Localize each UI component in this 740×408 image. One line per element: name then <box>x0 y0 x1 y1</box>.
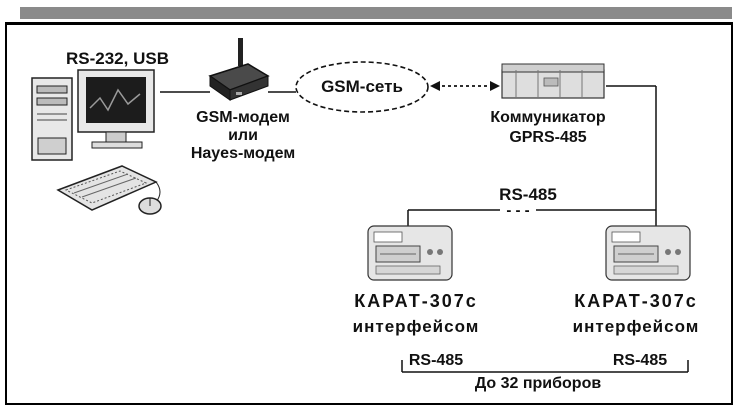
keyboard-icon <box>56 165 162 215</box>
pc-interfaces-label: RS-232, USB <box>66 49 169 68</box>
meter-right-name: КАРАТ-307с <box>574 291 698 311</box>
top-header-bar <box>0 0 740 22</box>
meter-right-interface: интерфейсом <box>572 317 700 336</box>
arrow-left-head <box>430 81 440 91</box>
modem-label-line1: GSM-модем <box>196 109 290 126</box>
meter-left-port: RS-485 <box>408 352 464 369</box>
communicator-label-line2: GPRS-485 <box>509 129 587 146</box>
capacity-label: До 32 приборов <box>474 375 602 392</box>
communicator-icon <box>501 63 605 99</box>
meter-right-port: RS-485 <box>612 352 668 369</box>
desktop-computer-icon <box>31 69 155 161</box>
meter-icon <box>367 225 453 281</box>
gsm-network-cloud <box>295 61 429 113</box>
bus-dashes: - - - <box>506 202 530 219</box>
modem-label-line3: Hayes-модем <box>190 145 296 162</box>
arrow-right-head <box>490 81 500 91</box>
header-strip <box>20 7 732 19</box>
meter-icon <box>605 225 691 281</box>
mouse-icon <box>138 197 162 215</box>
communicator-label-line1: Коммуникатор <box>490 109 606 126</box>
meter-left-interface: интерфейсом <box>352 317 480 336</box>
meter-left-name: КАРАТ-307с <box>354 291 478 311</box>
modem-label-line2: или <box>228 127 258 144</box>
network-label: GSM-сеть <box>321 77 403 96</box>
bus-label: RS-485 <box>499 185 557 204</box>
gsm-modem-icon <box>208 38 270 101</box>
